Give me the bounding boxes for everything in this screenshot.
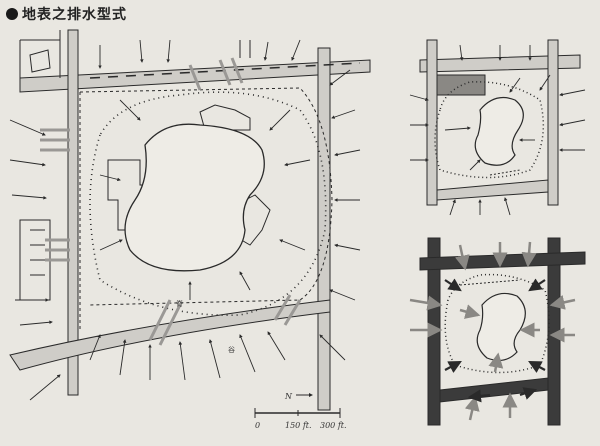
valley-hatches bbox=[40, 57, 302, 346]
small-pond-lower bbox=[476, 292, 526, 362]
upper-left-block bbox=[19, 30, 61, 78]
inner-boundary bbox=[79, 87, 333, 306]
upper-right-arrows bbox=[409, 44, 586, 216]
lower-right-dark-arrows bbox=[444, 278, 546, 403]
title-row: 地表之排水型式 bbox=[6, 4, 127, 24]
upper-right-plan bbox=[419, 39, 581, 206]
scale-end: 300 ft. bbox=[320, 421, 347, 430]
ridge-label: 脊 bbox=[176, 299, 183, 308]
scale-bar bbox=[254, 393, 341, 418]
pond bbox=[124, 123, 265, 272]
page-title: 地表之排水型式 bbox=[22, 7, 127, 23]
bullet-icon bbox=[6, 8, 18, 20]
left-building-lines bbox=[30, 229, 45, 276]
upper-road-stub bbox=[239, 40, 251, 58]
small-building bbox=[29, 49, 51, 73]
lower-right-plan bbox=[419, 237, 586, 426]
scale-zero: 0 bbox=[255, 421, 260, 430]
left-road bbox=[67, 29, 79, 396]
scale-mid: 150 ft. bbox=[285, 421, 312, 430]
main-arrows bbox=[9, 39, 361, 401]
small-pond-upper bbox=[474, 97, 524, 166]
right-road bbox=[317, 47, 331, 411]
north-label: N bbox=[284, 392, 293, 401]
bottom-road bbox=[9, 299, 331, 371]
main-plan bbox=[9, 29, 371, 418]
valley-label: 谷 bbox=[228, 345, 235, 354]
lower-right-gray-arrows bbox=[409, 241, 576, 421]
